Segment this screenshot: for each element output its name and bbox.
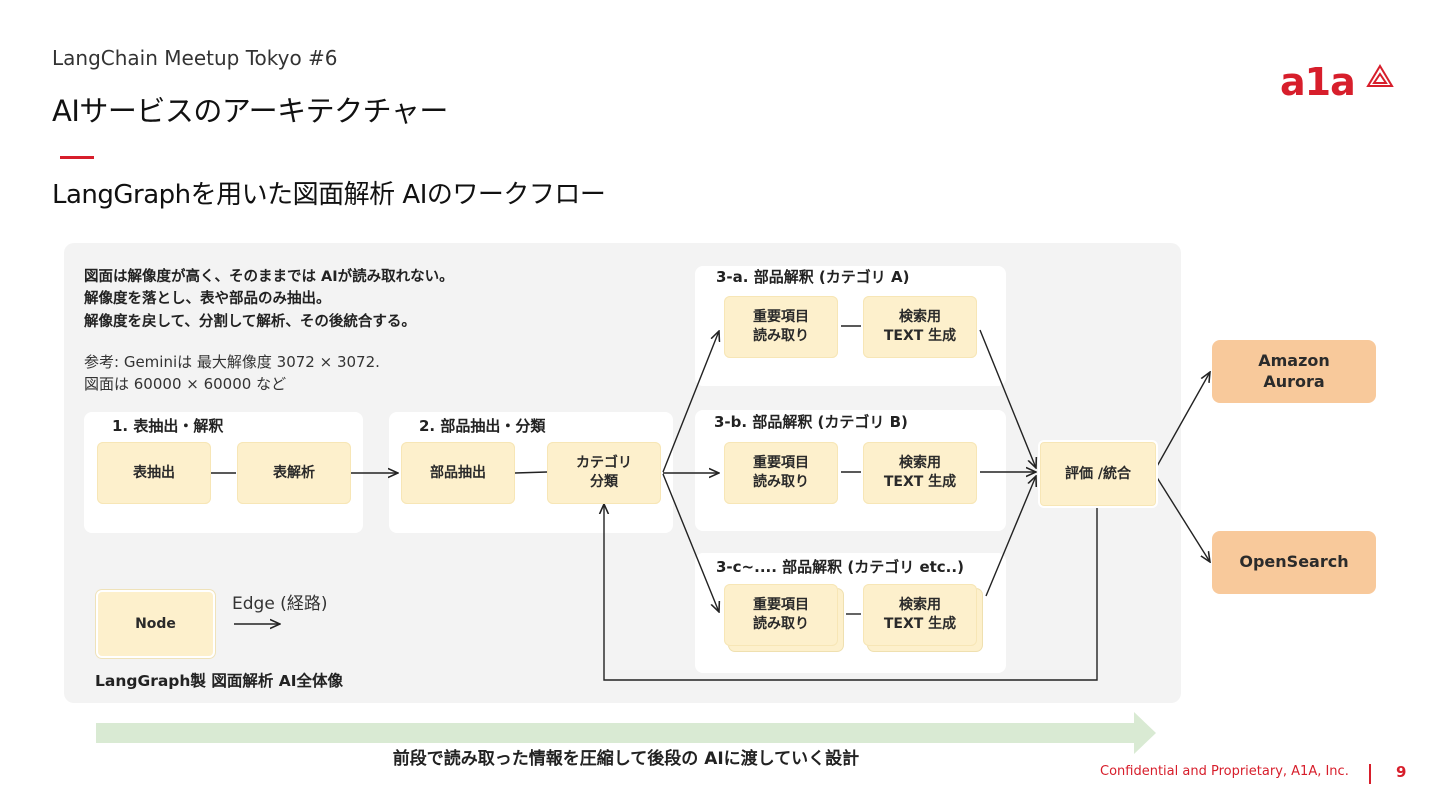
node-read-items-a: 重要項目 読み取り — [724, 296, 838, 358]
node-gen-text-a: 検索用 TEXT 生成 — [863, 296, 977, 358]
node-gen-text-b: 検索用 TEXT 生成 — [863, 442, 977, 504]
section-label-2: 2. 部品抽出・分類 — [419, 417, 546, 435]
slide-subtitle: LangGraphを用いた図面解析 AIのワークフロー — [52, 180, 606, 210]
flow-arrow-banner — [96, 712, 1156, 754]
reference-line: 参考: Geminiは 最大解像度 3072 × 3072. — [84, 353, 380, 371]
node-gen-text-c: 検索用 TEXT 生成 — [863, 584, 977, 646]
footer-separator — [1369, 764, 1371, 784]
node-read-items-c: 重要項目 読み取り — [724, 584, 838, 646]
node-part-extract: 部品抽出 — [401, 442, 515, 504]
section-label-3a: 3-a. 部品解釈 (カテゴリ A) — [716, 268, 910, 286]
svg-text:a1a: a1a — [1280, 62, 1355, 102]
section-label-1: 1. 表抽出・解釈 — [112, 417, 224, 435]
arrow-caption: 前段で読み取った情報を圧縮して後段の AIに渡していく設計 — [392, 749, 860, 769]
notes-text: 図面は解像度が高く、そのままでは AIが読み取れない。 解像度を落とし、表や部品… — [84, 266, 454, 333]
note-line: 図面は解像度が高く、そのままでは AIが読み取れない。 — [84, 269, 454, 285]
reference-line: 図面は 60000 × 60000 など — [84, 374, 287, 393]
footer-confidential: Confidential and Proprietary, A1A, Inc. — [1100, 764, 1349, 779]
event-name: LangChain Meetup Tokyo #6 — [52, 46, 338, 70]
node-table-extract: 表抽出 — [97, 442, 211, 504]
legend-edge-label: Edge (経路) — [232, 594, 328, 614]
slide-title: AIサービスのアーキテクチャー — [52, 94, 448, 128]
node-evaluate: 評価 /統合 — [1038, 440, 1158, 508]
store-aurora: Amazon Aurora — [1212, 340, 1376, 403]
note-line: 解像度を落とし、表や部品のみ抽出。 — [84, 291, 331, 308]
page-number: 9 — [1396, 763, 1407, 781]
section-label-3c: 3-c~.... 部品解釈 (カテゴリ etc..) — [716, 558, 964, 576]
section-label-3b: 3-b. 部品解釈 (カテゴリ B) — [714, 413, 908, 431]
diagram-caption: LangGraph製 図面解析 AI全体像 — [95, 672, 343, 690]
store-opensearch: OpenSearch — [1212, 531, 1376, 594]
reference-text: 参考: Geminiは 最大解像度 3072 × 3072. 図面は 60000… — [84, 352, 380, 396]
a1a-logo: a1a — [1280, 62, 1394, 102]
triangle-logo-icon — [1366, 64, 1394, 87]
node-category-classify: カテゴリ 分類 — [547, 442, 661, 504]
node-read-items-b: 重要項目 読み取り — [724, 442, 838, 504]
note-line: 解像度を戻して、分割して解析、その後統合する。 — [84, 313, 416, 330]
accent-bar — [60, 156, 94, 159]
node-table-analyze: 表解析 — [237, 442, 351, 504]
legend-node: Node — [96, 590, 215, 658]
